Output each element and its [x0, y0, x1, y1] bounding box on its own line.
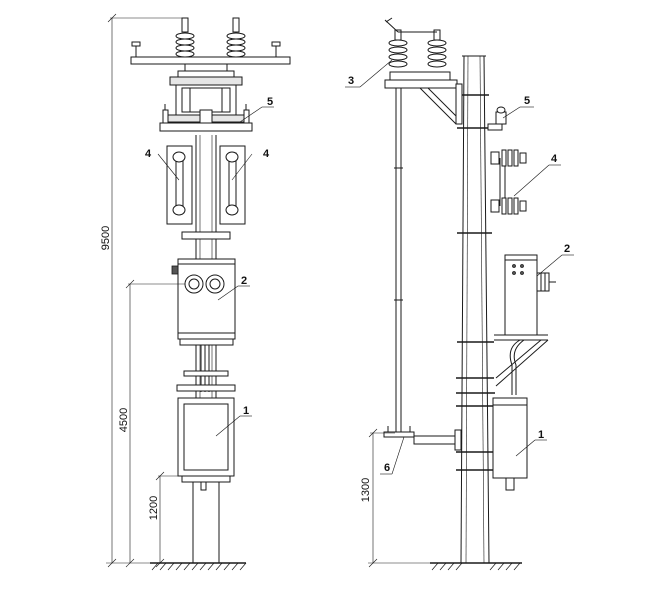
- front-clamp: [181, 231, 231, 240]
- front-top-insulator-left: [175, 17, 195, 58]
- side-pole: [456, 55, 496, 564]
- side-drive: [383, 426, 462, 451]
- callout-3-side: 3: [348, 75, 354, 87]
- callout-4-right: 4: [263, 148, 270, 160]
- front-cabinet: [177, 397, 235, 491]
- dim-total-height: 9500: [100, 226, 112, 250]
- side-callout-leaders: [345, 59, 574, 475]
- front-callout-leaders: [157, 106, 274, 437]
- side-top-assembly: [384, 17, 463, 125]
- side-insulator-lower: [490, 197, 527, 215]
- callout-1-front: 1: [243, 405, 249, 417]
- dim-low-height-side: 1300: [360, 478, 372, 502]
- side-ground: [430, 562, 522, 571]
- callout-5-side: 5: [524, 95, 530, 107]
- callout-6-side: 6: [384, 462, 390, 474]
- callout-2-side: 2: [564, 243, 570, 255]
- side-insulator-left: [388, 29, 408, 68]
- side-transformer: [494, 254, 556, 395]
- front-insulator-plates: [166, 145, 246, 225]
- side-arrester: [487, 106, 507, 131]
- front-dimensions: [106, 13, 185, 568]
- side-dimensions: [368, 428, 430, 568]
- callout-1-side: 1: [538, 429, 544, 441]
- callout-5-front: 5: [267, 96, 273, 108]
- side-operating-rod: [394, 88, 403, 432]
- side-insulators: [490, 149, 527, 215]
- front-ground: [150, 562, 247, 571]
- side-cabinet: [492, 397, 528, 491]
- front-transformer: [171, 258, 236, 346]
- dim-mid-height: 4500: [118, 408, 130, 432]
- dim-low-height-front: 1200: [148, 496, 160, 520]
- callout-2-front: 2: [241, 275, 247, 287]
- front-connectors: [176, 345, 236, 392]
- callout-4-side: 4: [551, 153, 558, 165]
- callout-4-left: 4: [145, 148, 152, 160]
- front-arresters: [159, 104, 253, 132]
- front-view: 9500 4500 1200 4 4 5 2 1: [100, 13, 291, 571]
- front-top-insulator-right: [226, 17, 246, 58]
- side-insulator-upper: [490, 149, 527, 167]
- side-view: 1300 3 5 4 2 1 6: [345, 17, 574, 571]
- front-pole: [192, 135, 220, 563]
- side-insulator-right: [427, 29, 447, 68]
